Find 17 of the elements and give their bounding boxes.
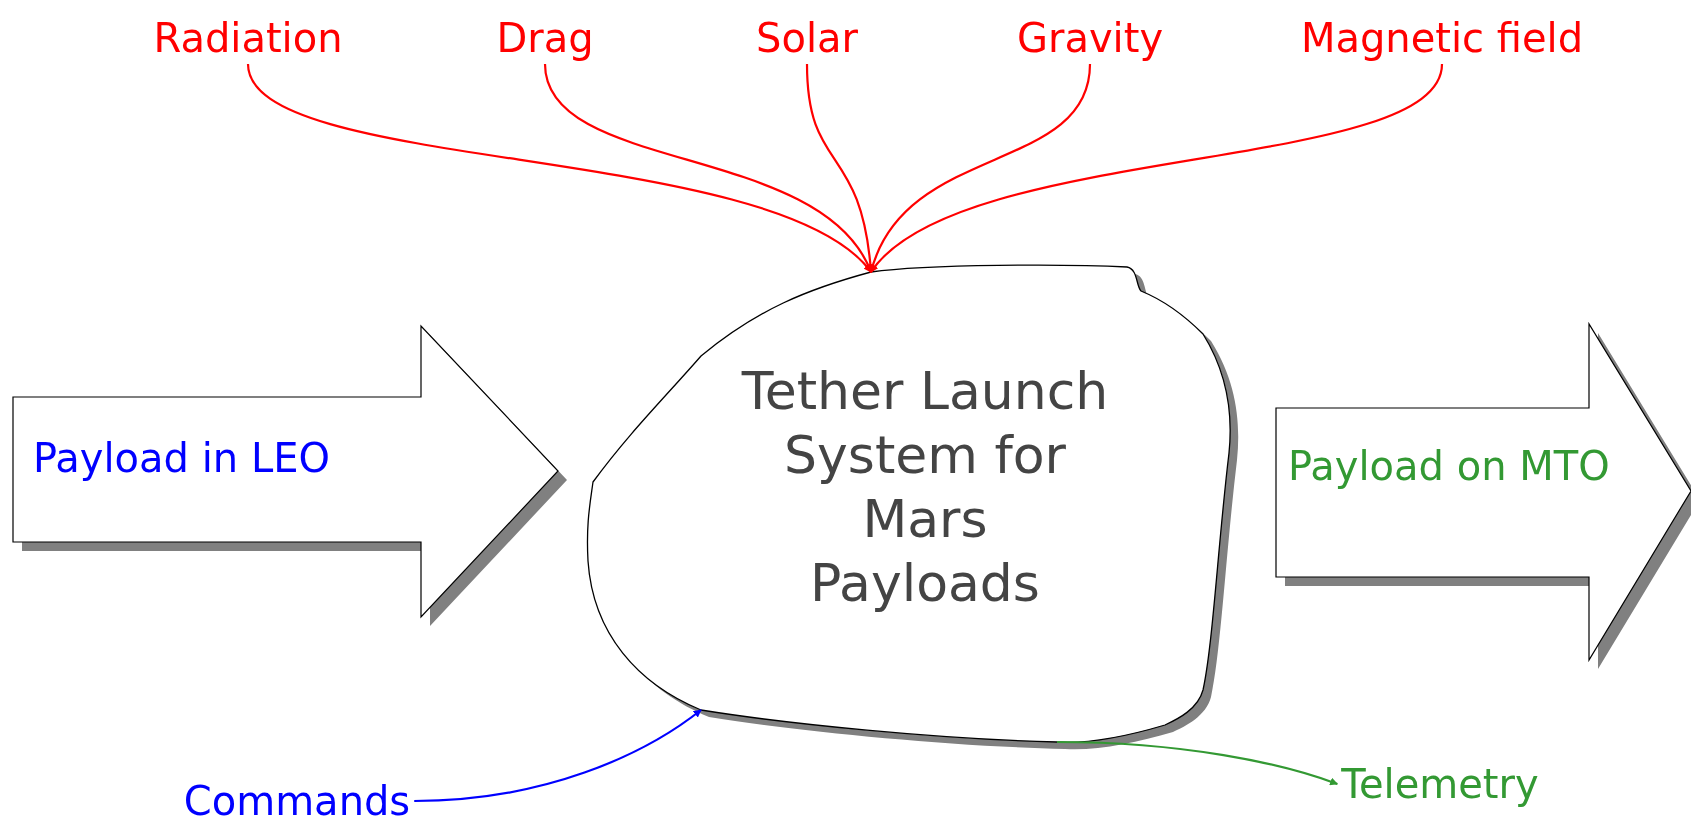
curved-arrow <box>247 63 872 273</box>
label-text: Drag <box>496 16 594 60</box>
label-text: Gravity <box>1016 16 1164 60</box>
label-text: Radiation <box>153 16 343 60</box>
node-label: Payload on MTO <box>1288 444 1610 488</box>
curved-arrow <box>414 709 702 803</box>
block-arrow <box>1276 324 1691 669</box>
label-text: Solar <box>756 16 858 60</box>
node-label: Tether Launch System for Mars Payloads <box>740 360 1110 615</box>
curved-arrow <box>1057 740 1339 786</box>
label-text: Commands <box>183 779 411 819</box>
node-label: Payload in LEO <box>33 436 330 480</box>
curved-arrow <box>869 63 1092 273</box>
curved-arrow <box>543 63 872 273</box>
label-text: Magnetic field <box>1300 16 1584 60</box>
curved-arrow <box>870 63 1444 273</box>
label-text: Telemetry <box>1341 762 1539 806</box>
